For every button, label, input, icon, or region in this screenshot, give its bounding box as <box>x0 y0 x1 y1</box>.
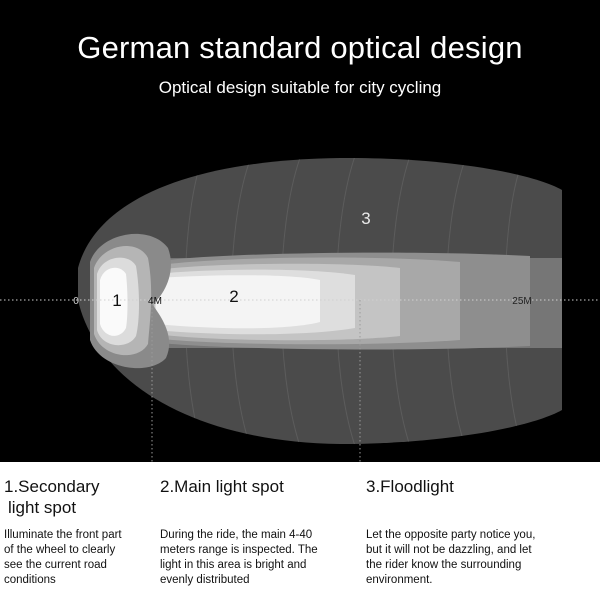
main-beam-core <box>156 275 320 329</box>
zone-label-3: 3 <box>361 209 370 228</box>
section-text: Let the opposite party notice you, but i… <box>366 528 535 588</box>
text-line: During the ride, the main 4-40 <box>160 529 313 541</box>
text-line: meters range is inspected. The <box>160 544 318 556</box>
section-floodlight: 3.Floodlight Let the opposite party noti… <box>366 462 594 600</box>
section-heading: 1.Secondary light spot <box>4 476 99 518</box>
description-panel: 1.Secondary light spot Illuminate the fr… <box>0 462 600 600</box>
text-line: see the current road <box>4 559 107 571</box>
zone-label-2: 2 <box>229 287 238 306</box>
section-text: Illuminate the front part of the wheel t… <box>4 528 122 588</box>
text-line: Let the opposite party notice you, <box>366 529 536 541</box>
text-line: environment. <box>366 574 433 586</box>
section-heading: 3.Floodlight <box>366 477 454 496</box>
distance-label-25m: 25M <box>512 296 531 307</box>
heading-line-2: light spot <box>8 498 77 517</box>
section-heading: 2.Main light spot <box>160 477 284 496</box>
beam-pattern-diagram: 0 4M 25M 1 2 3 <box>0 157 600 462</box>
text-line: light in this area is bright and <box>160 559 307 571</box>
secondary-spot-core <box>100 267 128 336</box>
text-line: conditions <box>4 574 56 586</box>
zone-label-1: 1 <box>112 291 121 310</box>
diagram-area: German standard optical design Optical d… <box>0 30 600 462</box>
distance-label-0: 0 <box>73 296 79 307</box>
section-secondary-light-spot: 1.Secondary light spot Illuminate the fr… <box>4 462 150 600</box>
text-line: of the wheel to clearly <box>4 544 116 556</box>
distance-label-4m: 4M <box>148 296 162 307</box>
section-main-light-spot: 2.Main light spot During the ride, the m… <box>160 462 358 600</box>
page-subtitle: Optical design suitable for city cycling <box>158 78 442 97</box>
text-line: evenly distributed <box>160 574 250 586</box>
text-line: but it will not be dazzling, and let <box>366 544 532 556</box>
heading-line-1: 1.Secondary <box>4 477 100 496</box>
text-line: Illuminate the front part <box>4 529 122 541</box>
page-title: German standard optical design <box>77 30 523 65</box>
text-line: the rider know the surrounding <box>366 559 522 571</box>
section-text: During the ride, the main 4-40 meters ra… <box>160 528 318 588</box>
